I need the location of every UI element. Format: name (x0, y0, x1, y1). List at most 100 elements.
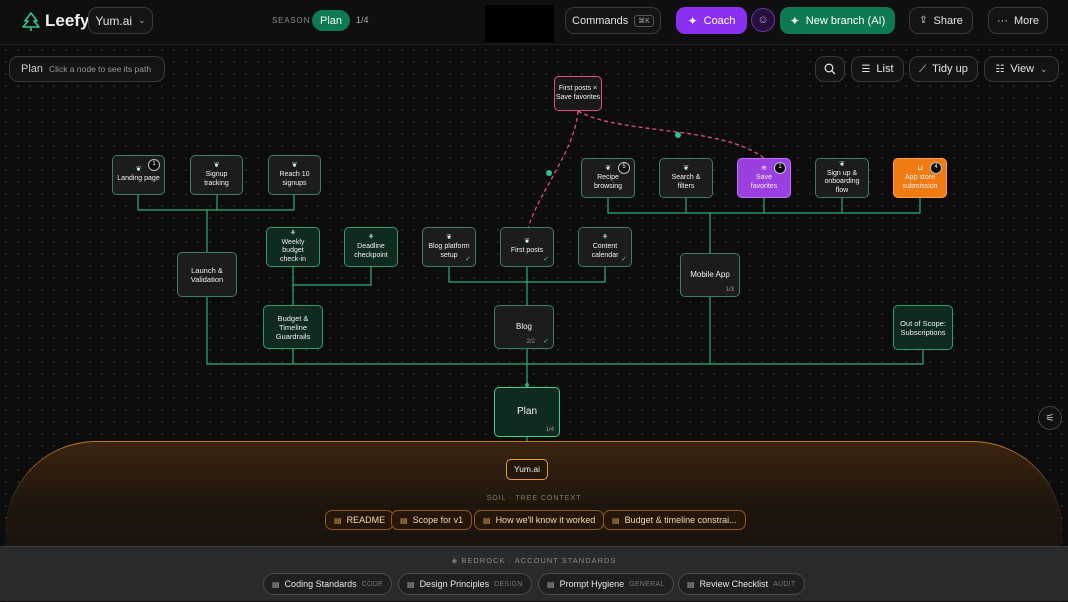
season-label: SEASON (272, 16, 311, 25)
ellipsis-icon: ··· (996, 14, 1008, 27)
season-count: 1/4 (356, 15, 369, 25)
leaf-icon: ❦ (605, 165, 611, 173)
chip-label: README (346, 515, 386, 525)
stack-icon: ≋ (761, 165, 767, 173)
node-badge: 1 (148, 159, 160, 171)
chip-tag: AUDIT (773, 580, 796, 588)
wand-icon: ⟋ (919, 63, 927, 75)
bedrock-title-text: BEDROCK · ACCOUNT STANDARDS (461, 556, 617, 565)
soil-title: SOIL · TREE CONTEXT (486, 495, 582, 502)
sprout-icon: ⚘ (601, 234, 609, 242)
plan-label: Plan (21, 63, 44, 75)
node-label: Blog platform setup (428, 243, 470, 259)
node-budget-guardrails[interactable]: Budget & Timeline Guardrails (263, 305, 323, 349)
soil-chip-scope[interactable]: ▤Scope for v1 (391, 510, 473, 530)
path-hint: Click a node to see its path (49, 64, 152, 74)
project-selector[interactable]: Yum.ai⌄ (88, 7, 153, 34)
filter-icon[interactable]: ⚟ (1038, 406, 1062, 430)
node-deadline-checkpoint[interactable]: ⚘Deadline checkpoint (344, 227, 398, 267)
node-content-calendar[interactable]: ⚘Content calendar✓ (578, 227, 632, 267)
node-blog-platform[interactable]: ❦Blog platform setup✓ (422, 227, 476, 267)
shortcut-kbd: ⌘K (634, 14, 654, 27)
check-icon: ✓ (621, 255, 627, 263)
chip-tag: DESIGN (494, 580, 523, 588)
document-icon: ▤ (272, 579, 280, 589)
node-cross-link[interactable]: First posts × Save favorites (554, 76, 602, 111)
project-name: Yum.ai (95, 13, 133, 28)
chip-tag: CODE (361, 580, 384, 588)
search-button[interactable] (815, 56, 845, 82)
node-label: Launch & Validation (190, 265, 224, 284)
list-label: List (876, 63, 894, 75)
list-icon: ☰ (861, 63, 871, 75)
node-first-posts[interactable]: ❦First posts✓ (500, 227, 554, 267)
soil-chip-budget[interactable]: ▤Budget & timeline constrai... (603, 510, 746, 530)
node-app-store[interactable]: 4⊔App store submission (893, 158, 947, 198)
chip-label: Budget & timeline constrai... (624, 515, 737, 525)
soil-chip-readme[interactable]: ▤ README (325, 510, 395, 530)
layers-icon: ◈ (451, 556, 462, 565)
node-label: First posts (510, 247, 544, 255)
document-icon: ▤ (334, 515, 342, 525)
tidy-up-button[interactable]: ⟋Tidy up (909, 56, 978, 82)
node-label: Deadline checkpoint (354, 243, 388, 259)
chip-label: How we'll know it worked (495, 515, 596, 525)
node-label: Reach 10 signups (279, 171, 310, 187)
root-node[interactable]: Yum.ai (506, 459, 548, 480)
more-button[interactable]: ···More (988, 7, 1048, 34)
node-badge: 5 (618, 162, 630, 174)
chip-label: Scope for v1 (412, 515, 464, 525)
coach-button[interactable]: ✦Coach (676, 7, 747, 34)
node-landing-page[interactable]: 1❦Landing page (112, 155, 165, 195)
search-icon (824, 63, 836, 75)
node-label: Save favorites (750, 174, 778, 190)
node-reach-signups[interactable]: ❦Reach 10 signups (268, 155, 321, 195)
list-button[interactable]: ☰ List (851, 56, 904, 82)
coach-label: Coach (703, 14, 736, 27)
check-icon: ✓ (465, 255, 471, 263)
node-label: Budget & Timeline Guardrails (275, 313, 311, 341)
leaf-icon: ❦ (291, 162, 298, 170)
bedrock-chip-coding[interactable]: ▤ Coding Standards CODE (263, 573, 393, 595)
sprout-icon: ⚘ (289, 229, 297, 237)
node-progress: 1/4 (545, 426, 554, 433)
season-pill[interactable]: Plan (312, 10, 350, 31)
share-button[interactable]: ⇪Share (909, 7, 973, 34)
soil-chip-success[interactable]: ▤How we'll know it worked (474, 510, 605, 530)
robot-icon[interactable]: ☺ (751, 8, 775, 32)
app-name: Leefy (45, 11, 90, 30)
commands-button[interactable]: Commands⌘K (565, 7, 661, 34)
sparkle-icon: ✦ (789, 13, 800, 28)
new-branch-label: New branch (AI) (805, 14, 886, 27)
node-label: Content calendar (591, 243, 619, 259)
node-progress: 1/3 (725, 286, 734, 293)
check-icon: ✓ (543, 255, 549, 263)
leaf-icon: ❦ (683, 165, 689, 173)
node-label: Plan (516, 406, 537, 417)
node-badge: 1 (774, 162, 786, 174)
node-signup-onboarding[interactable]: ❦Sign up & onboarding flow (815, 158, 869, 198)
view-button[interactable]: ☷View⌄ (984, 56, 1059, 82)
chip-label: Coding Standards (284, 579, 357, 589)
node-search-filters[interactable]: ❦Search & filters (659, 158, 713, 198)
chip-label: Prompt Hygiene (559, 579, 625, 589)
node-recipe-browsing[interactable]: 5❦Recipe browsing (581, 158, 635, 198)
node-label: Landing page (117, 175, 160, 183)
document-icon: ▤ (547, 579, 555, 589)
node-weekly-budget[interactable]: ⚘Weekly budget check-in (266, 227, 320, 267)
node-label: Weekly budget check-in (279, 238, 307, 263)
node-signup-tracking[interactable]: ❦Signup tracking (190, 155, 243, 195)
node-save-favorites[interactable]: 1 ≋Save favorites (737, 158, 791, 198)
node-launch-validation[interactable]: Launch & Validation (177, 252, 237, 297)
node-plan[interactable]: Plan 1/4 (494, 387, 560, 437)
document-icon: ▤ (407, 579, 415, 589)
new-branch-button[interactable]: ✦ New branch (AI) (780, 7, 895, 34)
chip-label: Review Checklist (699, 579, 769, 589)
node-out-of-scope[interactable]: Out of Scope: Subscriptions (893, 305, 953, 350)
node-badge: 4 (930, 162, 942, 174)
